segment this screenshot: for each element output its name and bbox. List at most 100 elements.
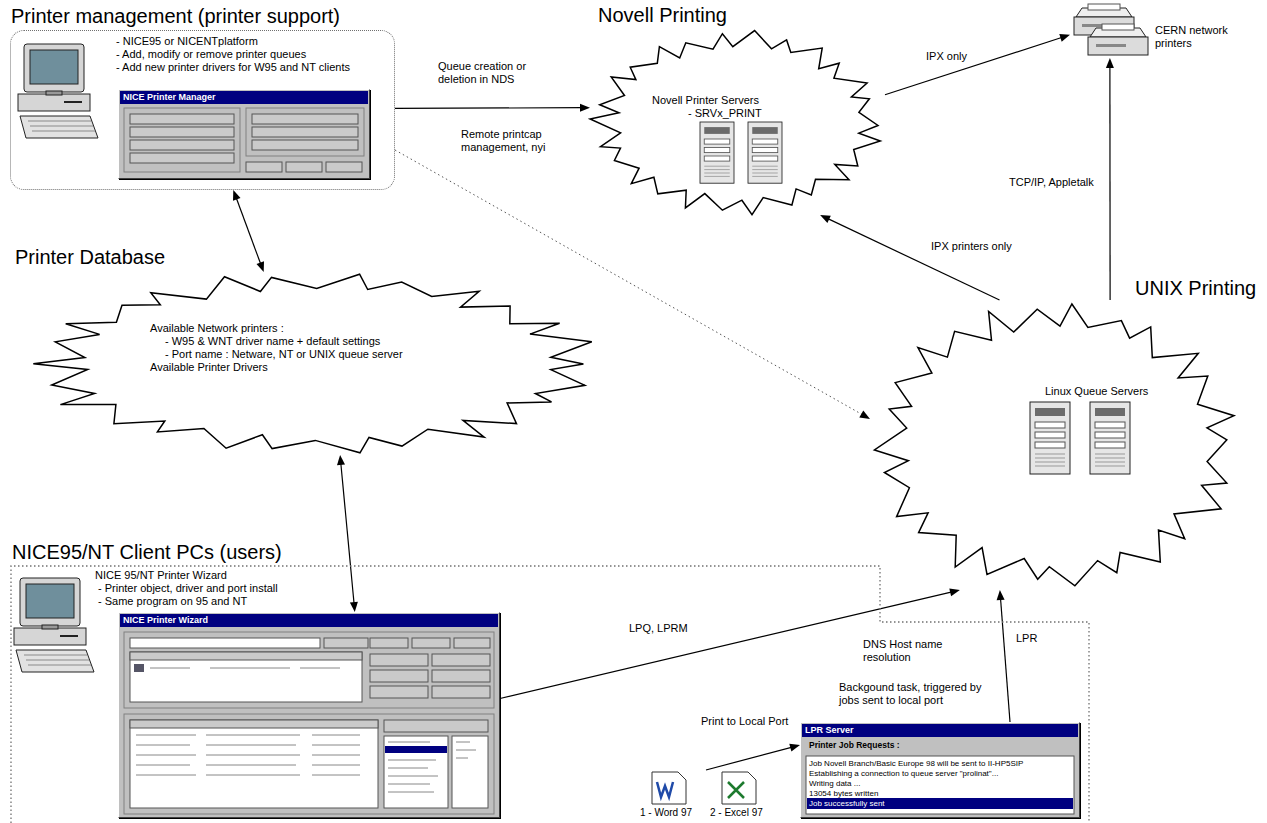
arrow-head <box>233 190 241 201</box>
list-row <box>150 668 340 669</box>
cloud-outline <box>30 272 600 455</box>
button <box>432 670 490 682</box>
body-text: NICE 95/NT Printer Wizard <box>95 569 227 582</box>
list-line: 13054 bytes written <box>809 789 878 799</box>
server-icon <box>700 122 734 183</box>
body-text: Available Printer Drivers <box>150 361 268 374</box>
window-title: LPR Server <box>802 724 1078 737</box>
manager-window-body <box>124 108 364 172</box>
list-line: Writing data ... <box>809 779 860 789</box>
printer-group: CERN network printers <box>1070 0 1262 58</box>
arrow-head <box>580 104 590 112</box>
connector-line <box>1001 598 1011 722</box>
window-caption: Backgound task, triggered by jobs sent t… <box>839 681 1004 707</box>
window-title: NICE Printer Manager <box>120 91 368 104</box>
text-field <box>130 638 320 648</box>
button <box>370 654 428 666</box>
button <box>130 127 234 137</box>
icon-label: 2 - Excel 97 <box>710 807 763 819</box>
printer-icon <box>1074 4 1134 35</box>
connector-label: Queue creation or deletion in NDS <box>437 60 539 86</box>
printer-label: CERN network printers <box>1155 24 1260 50</box>
bullet-text: - Printer object, driver and port instal… <box>98 582 278 595</box>
cloud-region: Novell PrintingNovell Printer Servers- S… <box>590 30 885 215</box>
list-box <box>452 736 488 808</box>
word-glyph <box>657 782 673 797</box>
wizard-window-body <box>124 632 494 814</box>
button <box>246 162 282 172</box>
icon-label: 1 - Word 97 <box>640 807 692 819</box>
app-window: NICE Printer Wizard <box>118 612 500 818</box>
connector-label: IPX printers only <box>930 240 1013 253</box>
excel-glyph <box>728 782 744 798</box>
button <box>370 686 428 698</box>
arrow-head <box>337 455 345 465</box>
cloud-path <box>874 304 1234 586</box>
button <box>252 140 358 150</box>
computer-icon <box>18 44 98 138</box>
lpr-window-body <box>806 756 1074 814</box>
arrow-head <box>859 411 870 419</box>
region-path <box>11 566 1089 823</box>
connector <box>233 190 264 272</box>
server-label: Linux Queue Servers <box>1045 385 1148 398</box>
connector-line <box>885 37 1062 95</box>
button <box>324 638 368 648</box>
arrow-head <box>1059 34 1070 42</box>
application-icons: 1 - Word 97 2 - Excel 97 <box>640 770 790 822</box>
connector-label: Remote printcap management, nyi <box>460 128 562 154</box>
connector <box>1106 58 1114 300</box>
arrow-head <box>949 588 960 596</box>
body-text: Available Network printers : <box>150 322 284 335</box>
bullet-text: - W95 & WNT driver name + default settin… <box>165 335 380 348</box>
connector-line <box>827 218 999 300</box>
application-icons <box>652 772 756 804</box>
button <box>286 162 322 172</box>
cloud-path <box>33 274 592 453</box>
connector-line <box>395 107 582 109</box>
connector <box>820 215 999 300</box>
button <box>432 654 490 666</box>
connector-line <box>341 463 354 604</box>
list-view <box>130 652 362 702</box>
button <box>432 686 490 698</box>
printer-icon <box>1088 24 1148 55</box>
arrow-head <box>1106 58 1114 68</box>
button <box>252 114 358 124</box>
list-rows <box>136 735 360 775</box>
arrow-head <box>257 261 265 272</box>
note-label: DNS Host name resolution <box>862 638 959 664</box>
button <box>370 670 428 682</box>
list-line: Job Novell Branch/Basic Europe 98 will b… <box>809 759 1023 769</box>
arrow-head <box>789 744 800 752</box>
server-icon <box>1090 402 1130 474</box>
button <box>130 140 234 150</box>
group-box <box>124 632 494 708</box>
list-header <box>130 720 378 728</box>
computer-icon <box>14 578 94 672</box>
connector <box>337 455 358 612</box>
group-box <box>124 108 240 172</box>
bullet-text: - Add new printer drivers for W95 and NT… <box>116 61 350 74</box>
list-header <box>130 652 362 660</box>
connector-line <box>236 198 261 265</box>
connector-label: IPX only <box>925 50 968 63</box>
list-line: Establishing a connection to queue serve… <box>809 769 998 779</box>
bullet-text: - Same program on 95 and NT <box>98 595 247 608</box>
list-rows <box>388 742 476 792</box>
dotted-region: Printer management (printer support)- NI… <box>10 30 395 190</box>
button <box>412 638 450 648</box>
button <box>252 127 358 137</box>
button <box>130 114 234 124</box>
button <box>370 638 408 648</box>
arrow-head <box>997 590 1005 600</box>
group-box <box>246 108 364 156</box>
button <box>326 162 362 172</box>
region-heading: NICE95/NT Client PCs (users) <box>12 540 282 564</box>
excel-document-icon <box>722 772 756 804</box>
list-box <box>384 736 448 808</box>
server-label: Novell Printer Servers <box>652 94 759 107</box>
connector <box>706 744 800 770</box>
